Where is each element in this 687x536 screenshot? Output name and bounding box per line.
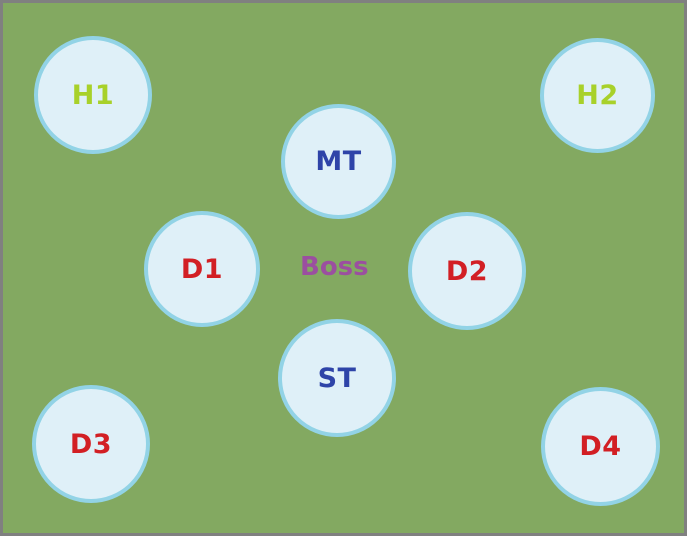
marker-d4: D4 (541, 387, 660, 506)
marker-d2: D2 (408, 212, 526, 330)
marker-st: ST (278, 319, 396, 437)
marker-d4-label: D4 (579, 431, 622, 462)
marker-d3: D3 (32, 385, 150, 503)
marker-mt: MT (281, 104, 396, 219)
marker-h2-label: H2 (576, 80, 619, 111)
marker-st-label: ST (317, 362, 357, 394)
marker-h2: H2 (540, 38, 655, 153)
marker-mt-label: MT (315, 146, 362, 177)
marker-d3-label: D3 (69, 428, 113, 460)
marker-h1: H1 (34, 36, 152, 154)
marker-d1: D1 (144, 211, 260, 327)
boss-label: Boss (300, 252, 369, 282)
marker-h1-label: H1 (71, 79, 115, 111)
marker-d2-label: D2 (445, 255, 489, 287)
marker-d1-label: D1 (180, 253, 224, 285)
